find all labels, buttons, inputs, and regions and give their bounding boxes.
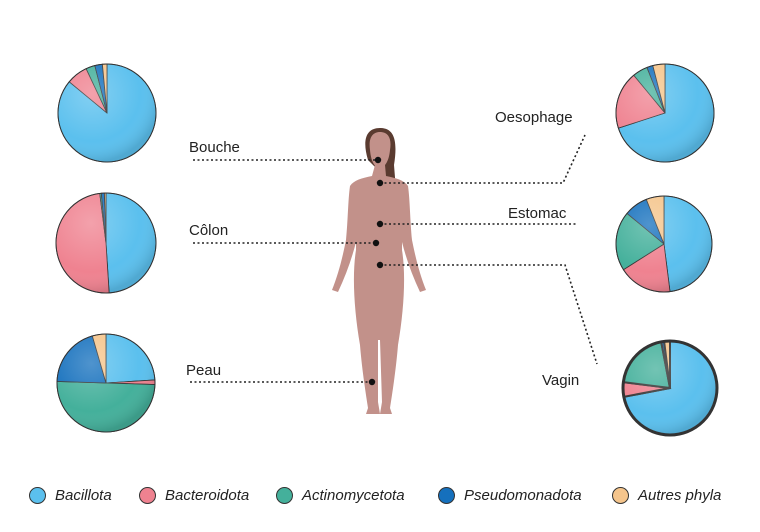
dot-estomac xyxy=(376,220,384,228)
label-bouche: Bouche xyxy=(189,139,240,156)
legend-item-bacillota: Bacillota xyxy=(29,487,112,504)
legend-label: Autres phyla xyxy=(638,487,722,504)
pie-outline xyxy=(615,63,715,163)
pie-outline xyxy=(55,192,157,294)
body-figure xyxy=(332,128,426,414)
label-colon: Côlon xyxy=(189,222,229,239)
legend-item-autres: Autres phyla xyxy=(612,487,721,504)
label-vagin: Vagin xyxy=(542,372,580,389)
dot-oesophage xyxy=(376,179,384,187)
dot-colon xyxy=(372,239,380,247)
pie-estomac xyxy=(615,195,713,293)
label-peau: Peau xyxy=(186,362,222,379)
pie-outline xyxy=(56,333,156,433)
legend-label: Bacteroidota xyxy=(165,487,250,504)
pie-bouche xyxy=(57,63,157,163)
pie-outline xyxy=(57,63,157,163)
legend-swatch xyxy=(29,487,46,504)
dot-peau xyxy=(368,378,376,386)
pie-peau xyxy=(56,333,156,433)
legend-label: Pseudomonadota xyxy=(464,487,582,504)
legend-item-bacteroidota: Bacteroidota xyxy=(139,487,249,504)
label-estomac: Estomac xyxy=(508,205,567,222)
label-oesophage: Oesophage xyxy=(495,109,573,126)
legend: Bacillota Bacteroidota Actinomycetota Ps… xyxy=(0,487,760,509)
pie-outline xyxy=(621,339,719,437)
legend-swatch xyxy=(139,487,156,504)
line-vagin xyxy=(380,264,598,365)
connector-lines xyxy=(190,134,598,383)
legend-swatch xyxy=(612,487,629,504)
dot-vagin xyxy=(376,261,384,269)
pie-oesophage xyxy=(615,63,715,163)
legend-item-pseudomonadota: Pseudomonadota xyxy=(438,487,582,504)
legend-swatch xyxy=(438,487,455,504)
legend-item-actinomycetota: Actinomycetota xyxy=(276,487,405,504)
pie-outline xyxy=(615,195,713,293)
legend-swatch xyxy=(276,487,293,504)
pie-vagin xyxy=(621,339,719,437)
dot-bouche xyxy=(374,156,382,164)
line-oesophage xyxy=(380,134,586,184)
pie-côlon xyxy=(55,192,157,294)
legend-label: Bacillota xyxy=(55,487,112,504)
site-dots xyxy=(368,156,384,386)
legend-label: Actinomycetota xyxy=(302,487,405,504)
